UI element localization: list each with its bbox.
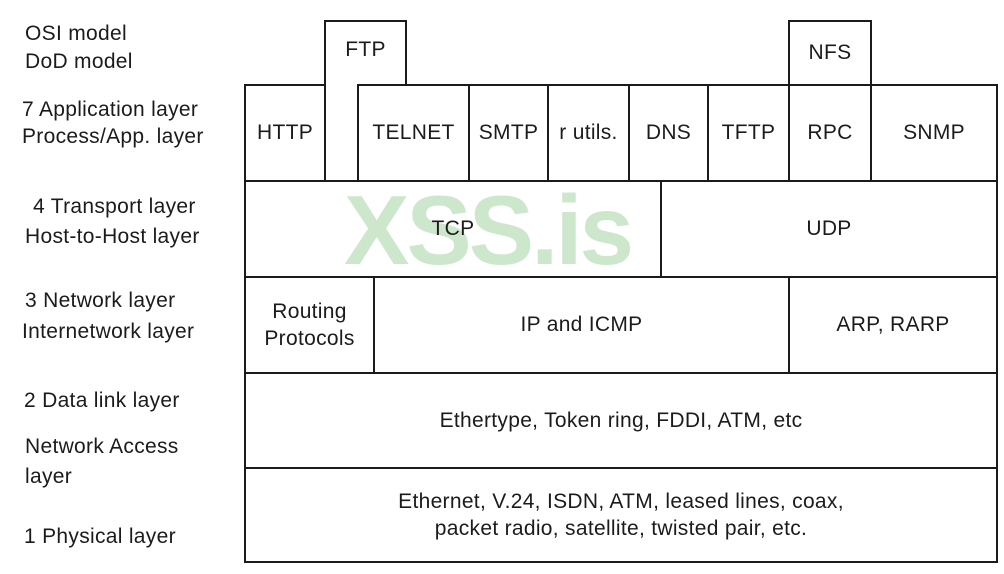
label-process-app-layer: Process/App. layer xyxy=(22,125,204,148)
box-smtp: SMTP xyxy=(468,84,549,182)
watermark-text: XSS.is xyxy=(344,175,634,285)
box-snmp: SNMP xyxy=(870,84,998,182)
box-nfs-label: NFS xyxy=(808,41,852,65)
box-tcp: TCP xyxy=(244,180,662,278)
box-routing-protocols-line1: Routing xyxy=(272,299,347,323)
box-routing-protocols-line2: Protocols xyxy=(264,327,355,350)
box-dns-label: DNS xyxy=(645,121,692,145)
box-r-utils-label: r utils. xyxy=(559,121,618,145)
box-rpc: RPC xyxy=(788,84,872,182)
label-data-link-layer: 2 Data link layer xyxy=(24,389,180,412)
box-physical-line1: Ethernet, V.24, ISDN, ATM, leased lines,… xyxy=(398,489,844,513)
label-physical-layer: 1 Physical layer xyxy=(24,525,176,548)
box-udp-label: UDP xyxy=(806,217,852,241)
box-tftp-label: TFTP xyxy=(721,121,776,145)
box-ip-and-icmp: IP and ICMP xyxy=(373,276,790,374)
box-arp-rarp-label: ARP, RARP xyxy=(836,313,950,337)
box-udp: UDP xyxy=(660,180,998,278)
box-r-utils: r utils. xyxy=(547,84,630,182)
box-physical-media: Ethernet, V.24, ISDN, ATM, leased lines,… xyxy=(244,467,998,563)
label-application-layer: 7 Application layer xyxy=(22,98,199,121)
box-telnet-label: TELNET xyxy=(372,121,455,145)
box-tcp-label: TCP xyxy=(431,217,475,241)
label-osi-model: OSI model xyxy=(25,22,127,45)
box-telnet: TELNET xyxy=(357,84,470,182)
box-http: HTTP xyxy=(244,84,326,182)
label-network-access-line2: layer xyxy=(25,465,73,488)
box-ip-and-icmp-label: IP and ICMP xyxy=(520,313,643,337)
box-tftp: TFTP xyxy=(707,84,790,182)
box-data-link-label: Ethertype, Token ring, FDDI, ATM, etc xyxy=(439,408,803,432)
box-physical-line2: packet radio, satellite, twisted pair, e… xyxy=(434,517,808,540)
box-rpc-label: RPC xyxy=(807,121,853,145)
box-routing-protocols: Routing Protocols xyxy=(244,276,375,374)
label-host-to-host-layer: Host-to-Host layer xyxy=(25,225,200,248)
label-network-access-line1: Network Access xyxy=(25,435,179,458)
label-network-layer: 3 Network layer xyxy=(25,289,176,312)
box-arp-rarp: ARP, RARP xyxy=(788,276,998,374)
box-ftp-label: FTP xyxy=(345,38,386,62)
label-internetwork-layer: Internetwork layer xyxy=(22,320,195,343)
box-data-link-technologies: Ethertype, Token ring, FDDI, ATM, etc xyxy=(244,372,998,469)
box-smtp-label: SMTP xyxy=(478,121,539,145)
box-http-label: HTTP xyxy=(256,121,314,145)
box-dns: DNS xyxy=(628,84,709,182)
box-snmp-label: SNMP xyxy=(903,121,965,145)
label-dod-model: DoD model xyxy=(25,50,133,73)
label-transport-layer: 4 Transport layer xyxy=(33,195,196,218)
box-ftp: FTP xyxy=(324,20,407,86)
box-nfs: NFS xyxy=(788,20,872,86)
